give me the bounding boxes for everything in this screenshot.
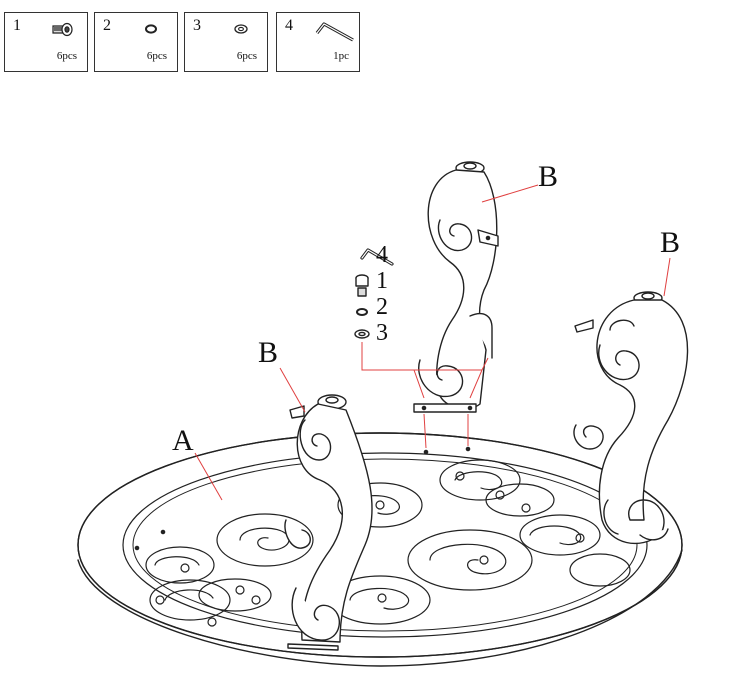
- allen-key-icon: [315, 22, 354, 42]
- callout-a: A: [172, 424, 194, 457]
- callout-b-front: B: [258, 336, 278, 369]
- part-box-4: 4 1pc: [276, 12, 360, 72]
- part-box-3: 3 6pcs: [184, 12, 268, 72]
- leader-lines: [194, 184, 671, 501]
- callout-b-top: B: [538, 160, 558, 193]
- callout-lock-washer: 2: [376, 294, 388, 320]
- part-qty: 6pcs: [56, 50, 77, 62]
- leg-front: [284, 394, 373, 651]
- part-number: 1: [13, 17, 21, 34]
- callout-b-right: B: [660, 226, 680, 259]
- bolt-icon: [355, 274, 369, 297]
- leg-right: [573, 291, 689, 545]
- flat-washer-icon: [234, 24, 248, 34]
- tabletop-scrollwork: [145, 459, 631, 627]
- lock-washer-icon: [356, 308, 368, 316]
- callout-bolt: 1: [376, 268, 388, 294]
- tabletop: [77, 432, 683, 667]
- callout-allen-key: 4: [376, 242, 388, 268]
- part-qty: 6pcs: [146, 50, 167, 62]
- part-qty: 1pc: [333, 50, 349, 62]
- flat-washer-icon: [354, 329, 370, 339]
- callout-flat-washer: 3: [376, 320, 388, 346]
- part-number: 4: [285, 17, 293, 34]
- hardware-stack: [354, 248, 394, 339]
- part-number: 3: [193, 17, 201, 34]
- leg-top: [413, 161, 499, 413]
- part-number: 2: [103, 17, 111, 34]
- lock-washer-icon: [145, 24, 157, 34]
- part-box-1: 1 6pcs: [4, 12, 88, 72]
- bolt-icon: [52, 22, 73, 37]
- callouts: A B B B 4 1 2 3: [172, 160, 680, 457]
- part-box-2: 2 6pcs: [94, 12, 178, 72]
- part-qty: 6pcs: [236, 50, 257, 62]
